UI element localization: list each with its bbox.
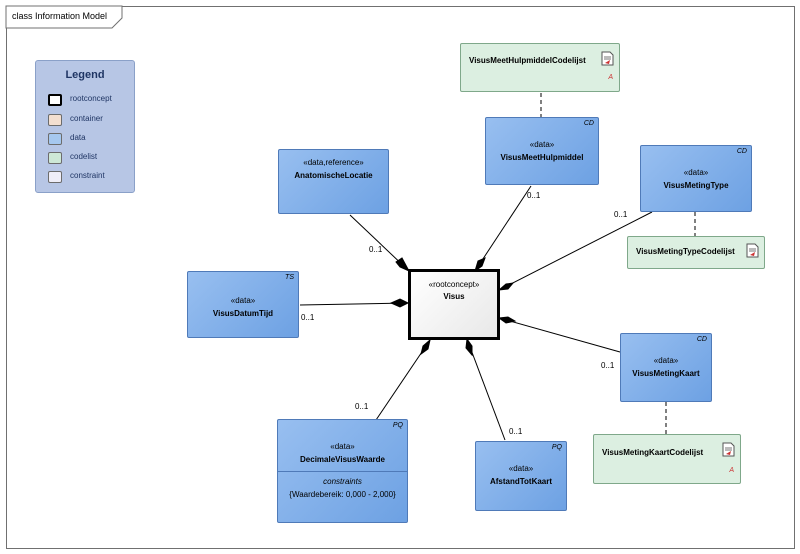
class-stereotype: «data» xyxy=(230,296,256,305)
multiplicity-hulpmiddel: 0..1 xyxy=(527,191,541,200)
class-visusdatumtijd[interactable]: TS «data» VisusDatumTijd xyxy=(187,271,299,338)
constraint-text: {Waardebereik: 0,000 - 2,000} xyxy=(289,490,396,499)
class-visusmetingkaart[interactable]: CD «data» VisusMetingKaart xyxy=(620,333,712,402)
multiplicity-metingtype: 0..1 xyxy=(614,210,628,219)
type-tag: PQ xyxy=(551,444,562,451)
type-tag: CD xyxy=(736,148,747,155)
codelist-name: VisusMeetHulpmiddelCodelijst xyxy=(469,56,586,65)
class-stereotype: «rootconcept» xyxy=(428,280,480,289)
type-tag: TS xyxy=(285,274,294,281)
legend-label: constraint xyxy=(70,171,105,180)
class-name: DecimaleVisusWaarde xyxy=(300,455,385,464)
codelist-marker: A xyxy=(729,467,734,474)
class-name: AnatomischeLocatie xyxy=(294,171,373,180)
class-name: VisusDatumTijd xyxy=(212,309,274,318)
class-name: Visus xyxy=(443,292,465,301)
class-decimalevisuswaarde[interactable]: PQ «data» DecimaleVisusWaarde constraint… xyxy=(277,419,408,523)
document-icon xyxy=(746,243,759,258)
class-visus-rootconcept[interactable]: «rootconcept» Visus xyxy=(408,269,500,340)
codelist-visusmetingkaart[interactable]: VisusMetingKaartCodelijst A xyxy=(593,434,741,484)
class-visusmetingtype[interactable]: CD «data» VisusMetingType xyxy=(640,145,752,212)
class-stereotype: «data» xyxy=(653,356,679,365)
document-icon xyxy=(722,442,735,457)
legend-swatch-constraint xyxy=(48,171,62,183)
class-name: AfstandTotKaart xyxy=(489,477,553,486)
legend-title: Legend xyxy=(65,69,105,81)
codelist-visusmetingtype[interactable]: VisusMetingTypeCodelijst xyxy=(627,236,765,269)
class-name: VisusMeetHulpmiddel xyxy=(500,153,584,162)
codelist-name: VisusMetingTypeCodelijst xyxy=(636,247,735,256)
diagram-title: class Information Model xyxy=(12,11,108,21)
multiplicity-metingkaart: 0..1 xyxy=(601,361,615,370)
legend-label: data xyxy=(70,133,86,142)
multiplicity-afstand: 0..1 xyxy=(509,427,523,436)
diagram-frame xyxy=(6,6,795,549)
class-afstandtotkaart[interactable]: PQ «data» AfstandTotKaart xyxy=(475,441,567,511)
codelist-marker: A xyxy=(608,74,613,81)
type-tag: CD xyxy=(583,120,594,127)
legend-swatch-rootconcept xyxy=(48,94,62,106)
codelist-visusmeethulpmiddel[interactable]: VisusMeetHulpmiddelCodelijst A xyxy=(460,43,620,92)
legend-swatch-container xyxy=(48,114,62,126)
type-tag: PQ xyxy=(392,422,403,429)
compartment-divider xyxy=(278,471,407,472)
class-stereotype: «data» xyxy=(683,168,709,177)
class-stereotype: «data» xyxy=(529,140,555,149)
class-stereotype: «data» xyxy=(330,442,355,451)
class-anatomischelocatie[interactable]: «data,reference» AnatomischeLocatie xyxy=(278,149,389,214)
multiplicity-decimale: 0..1 xyxy=(355,402,369,411)
legend-label: rootconcept xyxy=(70,94,112,103)
type-tag: CD xyxy=(696,336,707,343)
legend-label: codelist xyxy=(70,152,98,161)
legend-label: container xyxy=(70,114,103,123)
multiplicity-datumtijd: 0..1 xyxy=(301,313,315,322)
codelist-name: VisusMetingKaartCodelijst xyxy=(602,448,704,457)
multiplicity-anatomische: 0..1 xyxy=(369,245,383,254)
constraints-title: constraints xyxy=(323,477,362,486)
class-stereotype: «data,reference» xyxy=(303,158,364,167)
legend-swatch-codelist xyxy=(48,152,62,164)
legend-swatch-data xyxy=(48,133,62,145)
legend: Legend rootconcept container data codeli… xyxy=(35,60,135,193)
class-stereotype: «data» xyxy=(508,464,534,473)
class-name: VisusMetingType xyxy=(663,181,729,190)
document-icon xyxy=(601,51,614,66)
class-visusmeethulpmiddel[interactable]: CD «data» VisusMeetHulpmiddel xyxy=(485,117,599,185)
class-name: VisusMetingKaart xyxy=(632,369,700,378)
